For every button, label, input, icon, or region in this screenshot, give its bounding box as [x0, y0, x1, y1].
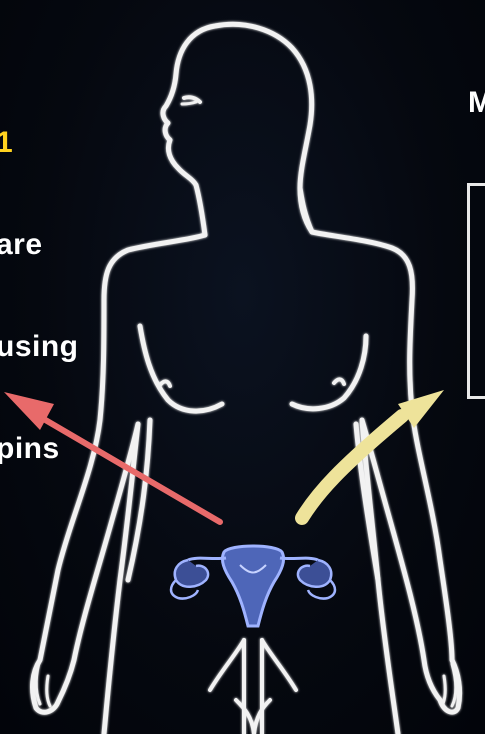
- left-breast: [140, 326, 222, 411]
- right-breast: [292, 336, 366, 409]
- body-right-contour: [33, 235, 205, 734]
- body-left-contour: [163, 24, 460, 734]
- uterus-icon: [171, 546, 335, 626]
